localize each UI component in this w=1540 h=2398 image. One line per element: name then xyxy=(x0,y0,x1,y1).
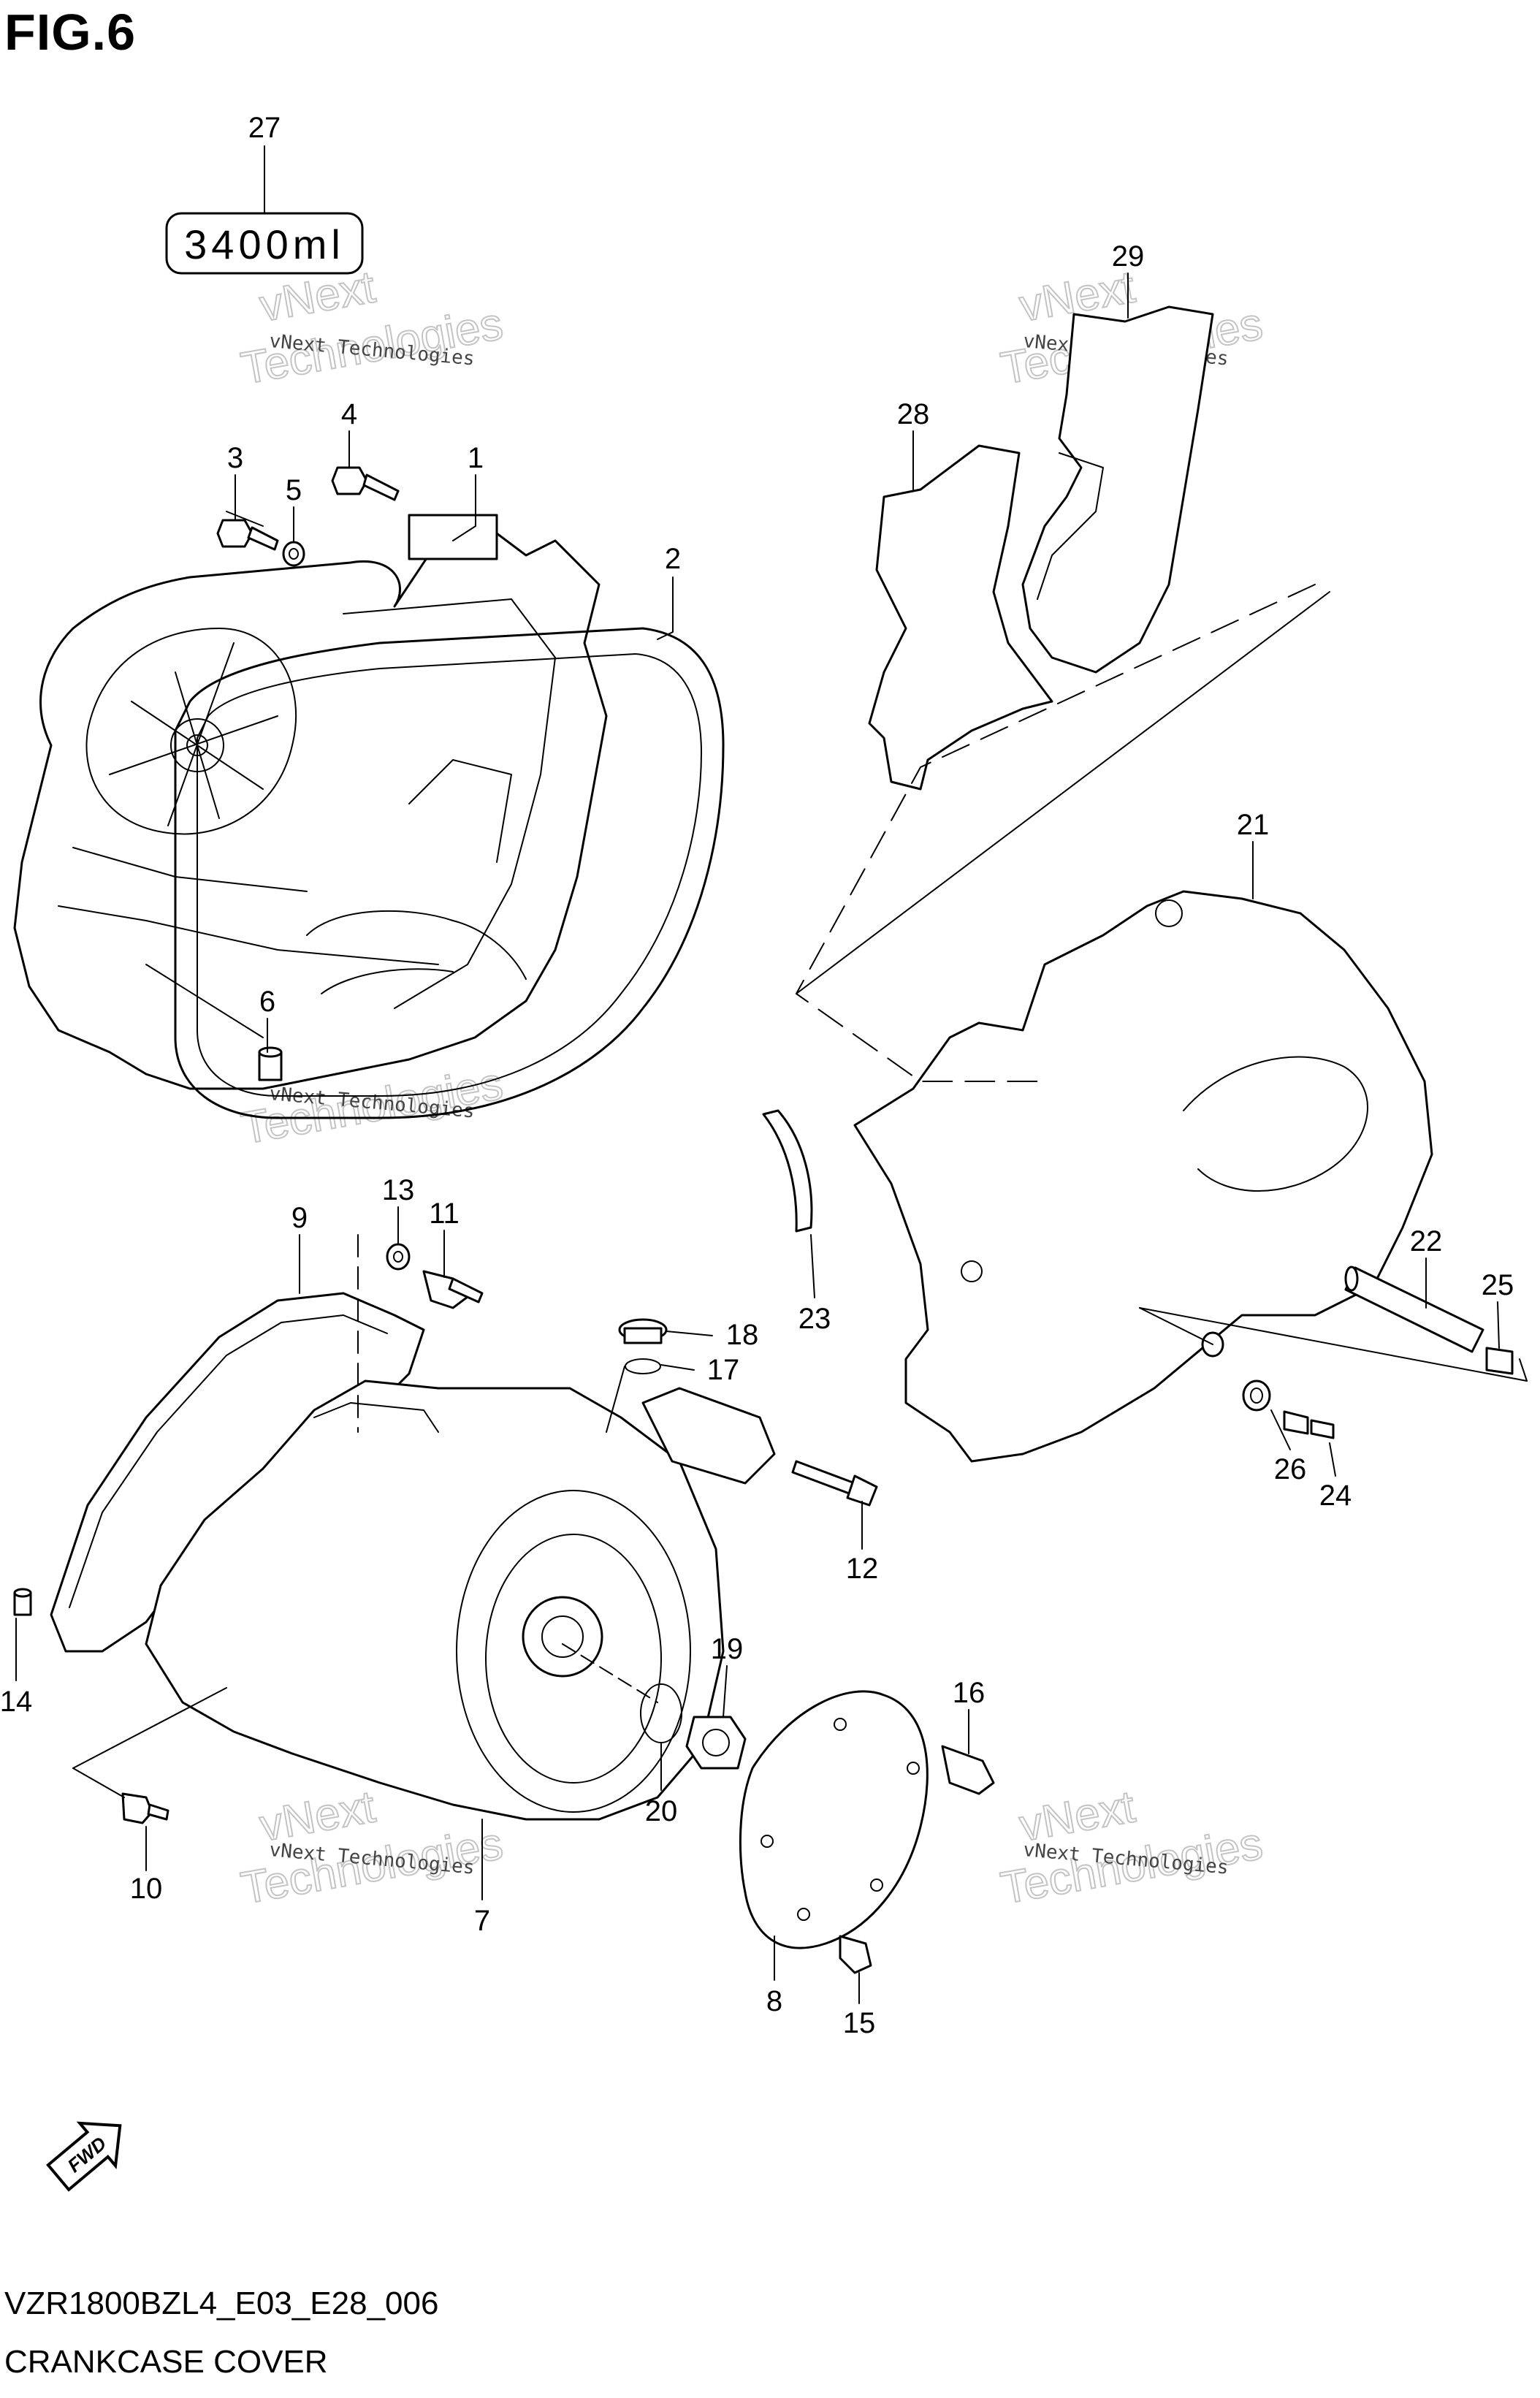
callout-19: 19 xyxy=(711,1633,744,1665)
figure-name: CRANKCASE COVER xyxy=(4,2344,328,2380)
callout-24: 24 xyxy=(1319,1480,1352,1512)
callout-10: 10 xyxy=(130,1873,163,1905)
generator-cover xyxy=(145,1379,776,1821)
figure-code: VZR1800BZL4_E03_E28_006 xyxy=(4,2285,439,2321)
upper-fasteners xyxy=(216,466,400,1081)
watermark-bottom-right: vNext Technologies xyxy=(996,1781,1267,1914)
callout-4: 4 xyxy=(341,398,357,430)
inspection-cover xyxy=(739,1690,995,1974)
gasket xyxy=(174,627,725,1119)
callout-2: 2 xyxy=(665,543,681,575)
callout-11: 11 xyxy=(429,1198,460,1230)
callout-7: 7 xyxy=(474,1905,490,1937)
right-fasteners xyxy=(1201,1265,1514,1439)
callout-1: 1 xyxy=(468,442,484,474)
callout-17: 17 xyxy=(707,1354,740,1386)
figure-title: FIG.6 xyxy=(4,4,137,61)
callout-14: 14 xyxy=(0,1686,32,1718)
lower-fasteners xyxy=(13,1243,878,1824)
callout-6: 6 xyxy=(259,986,275,1018)
lower-gasket xyxy=(50,1292,425,1653)
clutch-cover xyxy=(13,514,608,1090)
sprocket-cover xyxy=(853,890,1433,1463)
callout-labels: 1 2 3 4 5 6 7 8 9 10 11 12 13 1 xyxy=(0,112,1514,2039)
callout-20: 20 xyxy=(645,1795,678,1827)
oil-capacity-box: 3400ml xyxy=(165,145,364,275)
callout-27: 27 xyxy=(248,112,281,144)
callout-15: 15 xyxy=(843,2007,876,2039)
callout-8: 8 xyxy=(766,1985,782,2017)
callout-13: 13 xyxy=(382,1174,415,1206)
fwd-arrow-icon: FWD xyxy=(46,2121,122,2192)
callout-28: 28 xyxy=(897,398,930,430)
callout-5: 5 xyxy=(286,474,302,506)
callout-3: 3 xyxy=(227,442,243,474)
callout-25: 25 xyxy=(1482,1269,1514,1301)
leader-lines xyxy=(72,145,1528,1798)
callout-18: 18 xyxy=(726,1319,759,1351)
clip-23 xyxy=(762,1109,813,1233)
callout-12: 12 xyxy=(846,1553,879,1585)
callout-9: 9 xyxy=(291,1202,308,1234)
callout-29: 29 xyxy=(1112,240,1145,273)
callout-23: 23 xyxy=(798,1303,831,1335)
callout-16: 16 xyxy=(953,1677,986,1709)
cover-plate-29 xyxy=(1021,305,1214,674)
callout-21: 21 xyxy=(1237,809,1270,841)
callout-22: 22 xyxy=(1410,1225,1443,1257)
callout-26: 26 xyxy=(1274,1453,1307,1485)
cover-plate-28 xyxy=(868,444,1053,791)
capacity-label: 3400ml xyxy=(184,221,345,267)
